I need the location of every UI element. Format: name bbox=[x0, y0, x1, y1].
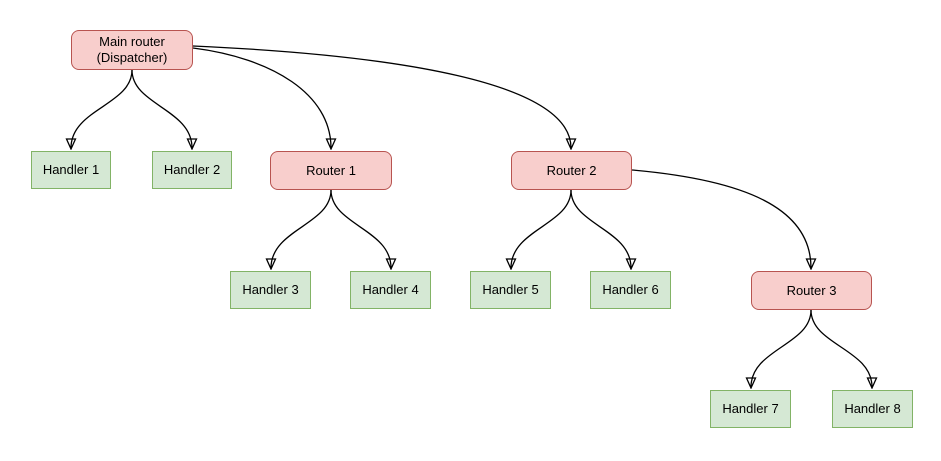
edge-router-2-to-handler-6 bbox=[570, 189, 631, 268]
node-router-1: Router 1 bbox=[270, 151, 392, 190]
node-handler-2: Handler 2 bbox=[152, 151, 232, 189]
node-router-2: Router 2 bbox=[511, 151, 632, 190]
edge-router-1-to-handler-4 bbox=[330, 189, 391, 268]
node-handler-7: Handler 7 bbox=[710, 390, 791, 428]
edge-router-1-to-handler-3 bbox=[271, 189, 332, 268]
node-handler-5: Handler 5 bbox=[470, 271, 551, 309]
edge-main-router-to-router-1 bbox=[192, 47, 331, 148]
node-main-router: Main router (Dispatcher) bbox=[71, 30, 193, 70]
edge-router-2-to-handler-5 bbox=[511, 189, 572, 268]
edge-main-router-to-handler-2 bbox=[131, 69, 192, 148]
edge-router-2-to-router-3 bbox=[631, 169, 811, 268]
node-handler-4: Handler 4 bbox=[350, 271, 431, 309]
node-handler-6: Handler 6 bbox=[590, 271, 671, 309]
node-handler-8: Handler 8 bbox=[832, 390, 913, 428]
edge-main-router-to-router-2 bbox=[192, 45, 571, 148]
node-router-3: Router 3 bbox=[751, 271, 872, 310]
edge-main-router-to-handler-1 bbox=[71, 69, 133, 148]
node-handler-1: Handler 1 bbox=[31, 151, 111, 189]
edge-router-3-to-handler-8 bbox=[810, 309, 872, 387]
edge-router-3-to-handler-7 bbox=[751, 309, 812, 387]
node-handler-3: Handler 3 bbox=[230, 271, 311, 309]
